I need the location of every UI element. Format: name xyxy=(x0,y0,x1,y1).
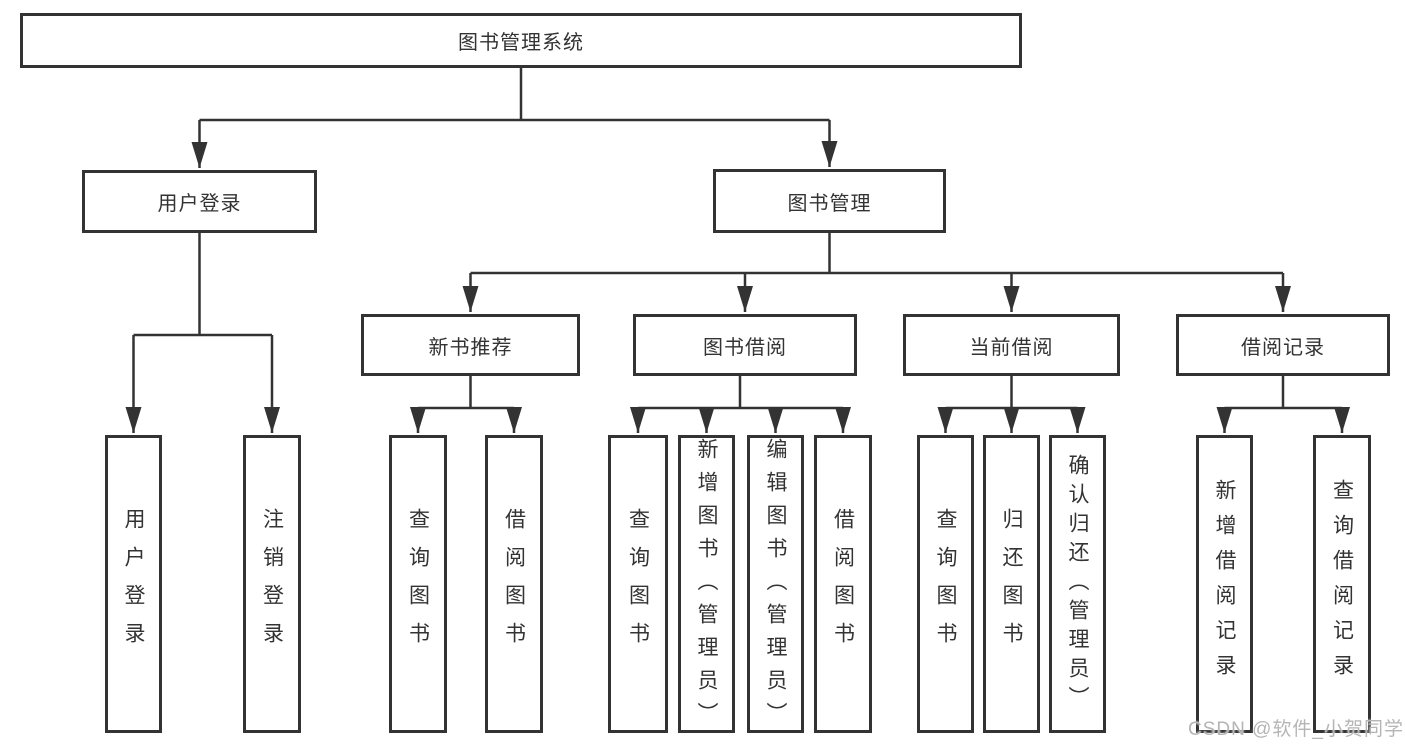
node-book-management: 图书管理 xyxy=(713,169,946,233)
connector-root-to-level2 xyxy=(191,68,838,168)
connector-book-mgmt-to-level3 xyxy=(462,233,1291,312)
node-borrow-record: 借阅记录 xyxy=(1176,314,1390,376)
connector-borrow-record-to-leaves xyxy=(1216,376,1350,433)
node-user-login: 用户登录 xyxy=(82,170,317,233)
leaf-user-login: 用户登录 xyxy=(105,435,162,733)
node-new-book-recommend: 新书推荐 xyxy=(361,314,580,376)
node-book-borrow: 图书借阅 xyxy=(633,314,857,376)
connector-current-borrow-to-leaves xyxy=(937,376,1086,433)
connector-user-login-to-leaves xyxy=(125,233,280,433)
connector-book-borrow-to-leaves xyxy=(630,376,851,433)
leaf-current-confirm-return-admin: 确认归还（管理员） xyxy=(1049,435,1106,733)
leaf-borrow-add-books-admin: 新增图书（管理员） xyxy=(678,435,735,735)
leaf-logout: 注销登录 xyxy=(243,435,301,733)
leaf-borrow-query-books: 查询图书 xyxy=(608,435,668,733)
leaf-current-query-books: 查询图书 xyxy=(917,435,974,733)
leaf-borrow-borrow-books: 借阅图书 xyxy=(814,435,872,733)
node-current-borrow: 当前借阅 xyxy=(903,314,1120,376)
leaf-newbook-query-books: 查询图书 xyxy=(389,435,447,733)
leaf-newbook-borrow-books: 借阅图书 xyxy=(485,435,543,733)
leaf-current-return-books: 归还图书 xyxy=(983,435,1040,733)
leaf-borrow-edit-books-admin: 编辑图书（管理员） xyxy=(747,435,804,735)
csdn-watermark: CSDN @软件_小贺同学 xyxy=(1188,719,1404,740)
node-root-system: 图书管理系统 xyxy=(20,13,1022,68)
leaf-record-query-borrow-record: 查询借阅记录 xyxy=(1313,435,1371,733)
connector-new-book-to-leaves xyxy=(410,376,522,433)
leaf-record-add-borrow-record: 新增借阅记录 xyxy=(1196,435,1253,733)
